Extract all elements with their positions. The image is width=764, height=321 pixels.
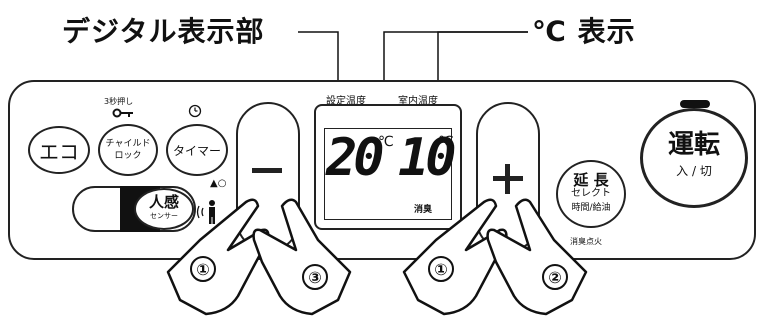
lcd-bezel [314, 104, 462, 230]
run-label-2: 入 / 切 [676, 164, 712, 178]
step-right-first: ① [428, 256, 454, 282]
hand-icon [402, 198, 508, 316]
run-button[interactable]: 運転 入 / 切 [640, 108, 748, 208]
extend-label-3: 時間/給油 [571, 203, 611, 213]
step-left-first: ① [190, 256, 216, 282]
set-temp-unit: ℃ [378, 134, 394, 150]
room-temp-label: 室内温度 [398, 96, 438, 107]
child-lock-label-2: ロック [114, 151, 142, 161]
sensor-label-2: センサー [150, 212, 178, 220]
eco-label: エコ [39, 139, 79, 164]
deodorize-ignition-label: 消臭点火 [570, 237, 602, 246]
room-temp-unit: ℃ [438, 134, 454, 150]
clock-icon [188, 104, 202, 118]
hand-icon [486, 198, 588, 316]
run-indicator [680, 100, 710, 108]
callout-celsius-display: ℃ 表示 [532, 15, 636, 48]
plus-symbol-v [505, 164, 510, 194]
extend-label-2: セレクト [571, 188, 611, 199]
timer-button[interactable]: タイマー [166, 124, 228, 176]
set-temp-value: 20 [326, 128, 385, 188]
step-left-third: ③ [302, 264, 328, 290]
step-right-second: ② [542, 264, 568, 290]
callout-digital-display: デジタル表示部 [62, 15, 265, 48]
deodorize-indicator: 消臭 [414, 205, 433, 215]
person-icon [196, 200, 215, 224]
hand-icon [252, 198, 352, 316]
sensor-label-1: 人感 [148, 193, 179, 211]
extend-select-button[interactable]: 延 長 セレクト 時間/給油 [556, 160, 626, 228]
minus-symbol [252, 168, 282, 173]
room-temp-value: 10 [398, 128, 457, 188]
person-sensor-indicator: ▲○ [210, 178, 227, 189]
eco-button[interactable]: エコ [28, 126, 90, 174]
extend-label-1: 延 長 [573, 171, 609, 189]
lcd-screen [324, 128, 452, 220]
child-lock-button[interactable]: チャイルド ロック [98, 124, 158, 176]
sensor-button[interactable]: 人感 センサー [134, 188, 194, 230]
key-icon [112, 108, 133, 118]
hand-icon [166, 198, 270, 316]
child-lock-caption: 3秒押し [104, 97, 134, 106]
set-temp-label: 設定温度 [326, 96, 366, 107]
child-lock-label-1: チャイルド [105, 139, 151, 149]
run-label-1: 運転 [667, 130, 720, 160]
timer-label: タイマー [172, 143, 221, 158]
